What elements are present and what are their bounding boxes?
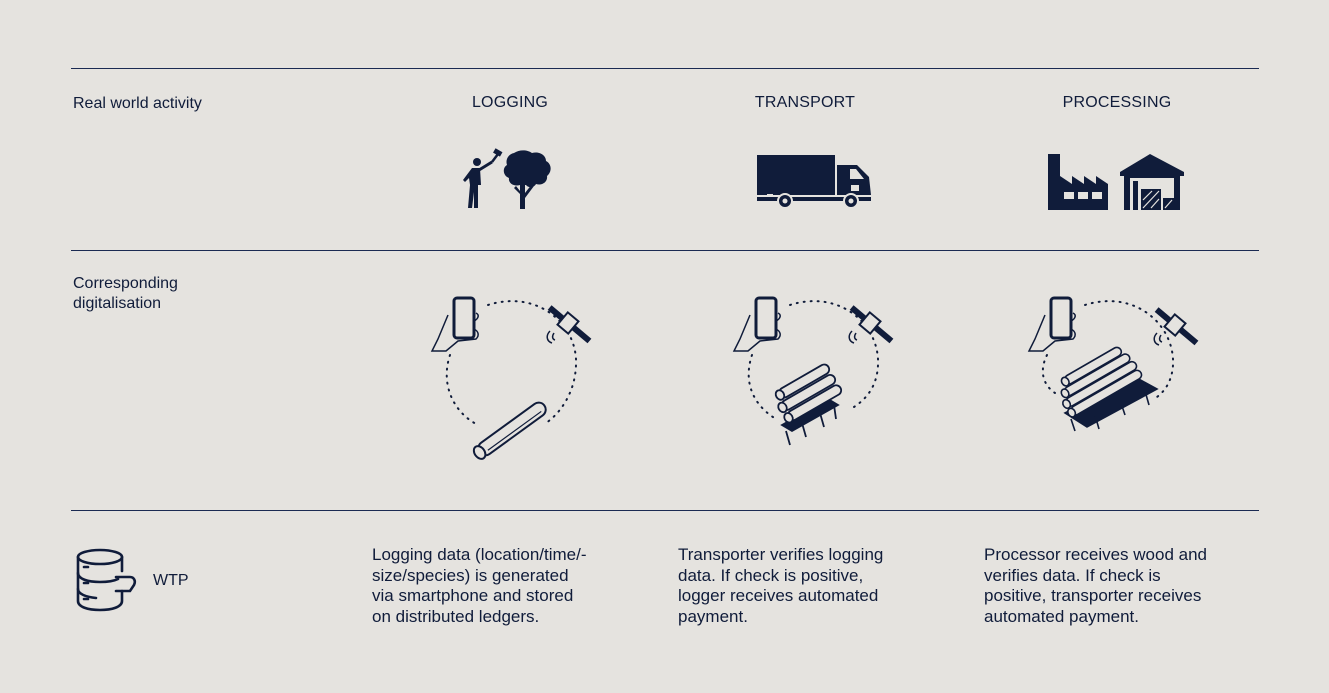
- column-title-logging: LOGGING: [471, 94, 549, 111]
- factory-warehouse-icon: [1048, 154, 1184, 210]
- description-processing: Processor receives wood and verifies dat…: [984, 545, 1208, 626]
- divider-middle: [71, 250, 1259, 251]
- column-title-processing: PROCESSING: [1062, 94, 1172, 111]
- phone-satellite-log-pallets-cycle-icon: [1027, 296, 1199, 432]
- database-icon: [76, 548, 137, 612]
- phone-satellite-stacked-logs-cycle-icon: [732, 296, 894, 446]
- description-logging: Logging data (location/time/- size/speci…: [372, 545, 587, 626]
- divider-bottom: [71, 510, 1259, 511]
- column-title-transport: TRANSPORT: [754, 94, 856, 111]
- row-label-digitalisation: Corresponding digitalisation: [73, 275, 178, 312]
- divider-top: [71, 68, 1259, 69]
- row-label-real-world: Real world activity: [73, 95, 202, 112]
- logger-cutting-tree-icon: [463, 148, 551, 209]
- description-transport: Transporter verifies logging data. If ch…: [678, 545, 884, 626]
- row-label-wtp: WTP: [153, 572, 189, 589]
- truck-icon: [757, 155, 871, 209]
- phone-satellite-log-cycle-icon: [430, 296, 592, 460]
